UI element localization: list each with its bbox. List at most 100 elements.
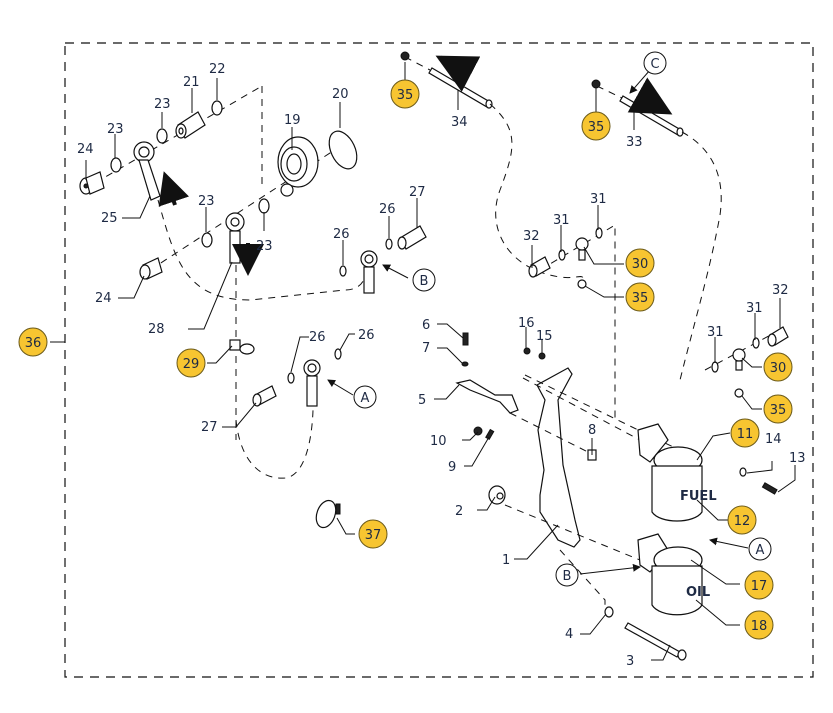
label-31-d: 31 [707,325,724,340]
part-30-fitting-a [575,237,589,261]
label-28: 28 [148,322,165,337]
label-31-c: 31 [746,301,763,316]
label-10: 10 [430,434,447,449]
flow-arrow-33 [627,77,673,115]
part-35-nut-a [400,51,410,61]
svg-text:C: C [650,57,659,72]
part-35-nut-c [577,279,587,289]
part-32-banjo-bolt-b [767,326,789,347]
part-21-adapter [175,111,206,139]
part-22-washer [211,100,223,116]
part-23-washer-c [201,232,213,248]
svg-text:29: 29 [183,357,200,372]
part-5-bracket [455,379,519,414]
callout-35-b: 35 [581,111,611,141]
part-6-bolt [462,332,469,346]
part-hose-fitting-a [303,359,321,407]
tube-33-axis [596,85,623,99]
flow-arrow-up [158,171,190,207]
marker-A-filter: A [748,537,772,561]
part-14-washer [739,467,747,477]
marker-B-filter: B [555,563,579,587]
svg-text:B: B [420,274,429,289]
part-37-hose-clamp [315,499,341,529]
leader-lines [85,62,796,661]
callout-29: 29 [176,348,206,378]
part-34-tube [428,67,493,109]
callout-18: 18 [744,610,774,640]
part-31-washer-b [595,227,603,239]
part-24-banjo-bolt-lower [139,257,163,280]
callouts: 11 12 17 18 29 30 30 35 35 35 35 36 37 [18,79,793,640]
callout-37: 37 [358,519,388,549]
label-34: 34 [451,115,468,130]
part-26-washer-a [339,265,347,277]
marker-A-arrow-filter [709,537,749,549]
part-2-spacer [488,485,506,505]
svg-text:35: 35 [397,88,414,103]
part-24-banjo-bolt-top [79,171,105,195]
marker-B-upper: B [412,268,436,292]
axis-lines-bracket [504,374,701,610]
callout-17: 17 [744,570,774,600]
label-3: 3 [626,654,634,669]
label-16: 16 [518,316,535,331]
label-21: 21 [183,75,200,90]
label-15: 15 [536,329,553,344]
part-1-mounting-plate [536,367,581,548]
svg-text:35: 35 [588,120,605,135]
callout-35-c: 35 [625,282,655,312]
part-10-nut [473,426,483,436]
label-24-b: 24 [95,291,112,306]
label-25: 25 [101,211,118,226]
label-31-b: 31 [590,192,607,207]
marker-C-arrow [629,69,651,94]
part-13-bolt [761,482,778,495]
label-7: 7 [422,341,430,356]
part-4-washer [604,606,614,618]
svg-text:30: 30 [632,257,649,272]
label-23-d: 23 [256,239,273,254]
svg-text:17: 17 [751,579,768,594]
part-23-washer-a [110,157,122,173]
marker-A-lower: A [353,385,377,409]
part-31-washer-a [558,249,566,261]
part-27-banjo-bolt-lower [252,385,277,407]
callout-35-d: 35 [763,394,793,424]
part-7-washer [461,361,469,367]
part-9-screw [485,428,495,441]
fuel-text: FUEL [680,489,717,504]
tube-34-axis [404,56,431,71]
part-31-washer-d [711,361,719,373]
part-26-washer-d [334,348,342,360]
callout-11: 11 [730,418,760,448]
callout-30-b: 30 [763,352,793,382]
callout-30-a: 30 [625,248,655,278]
label-2: 2 [455,504,463,519]
svg-text:30: 30 [770,361,787,376]
marker-A-arrow-lower [327,379,354,396]
hose-dash-a [235,409,314,479]
part-20-o-ring [328,130,358,170]
label-26-d: 26 [358,328,375,343]
part-26-washer-b [385,238,393,250]
label-6: 6 [422,318,430,333]
label-5: 5 [418,393,426,408]
label-31-a: 31 [553,213,570,228]
label-4: 4 [565,627,573,642]
label-19: 19 [284,113,301,128]
label-22: 22 [209,62,226,77]
svg-text:11: 11 [737,427,754,442]
svg-text:B: B [563,569,572,584]
part-12-fuel-filter-element: FUEL [651,465,717,522]
part-3-long-bolt [624,622,687,661]
label-26-a: 26 [333,227,350,242]
part-23-washer-b [156,128,168,144]
part-16-nut [523,347,531,355]
callout-12: 12 [727,505,757,535]
marker-B-arrow-upper [382,264,409,279]
part-23-washer-d [258,198,270,214]
part-28-hose-fitting [225,212,245,264]
part-19-adapter-housing [277,136,319,197]
hose-dash-34 [489,103,584,286]
